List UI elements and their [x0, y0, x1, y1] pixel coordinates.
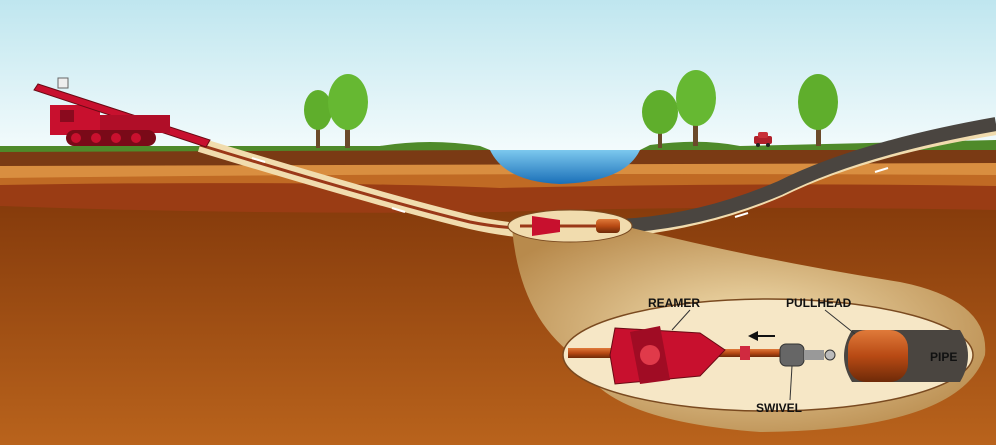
reamer-icon: [609, 326, 750, 385]
pullhead-label: PULLHEAD: [786, 296, 852, 310]
small-reamer: [520, 216, 620, 236]
pond: [490, 150, 640, 184]
pullhead-pipe: [844, 330, 968, 382]
leader-lines: [671, 309, 856, 401]
pull-direction-arrow: [748, 331, 775, 341]
direction-arrows: [251, 157, 889, 218]
pipe-label: PIPE: [930, 350, 957, 364]
drill-rig: [33, 77, 211, 148]
trees: [304, 70, 838, 148]
product-pipe: [619, 117, 996, 233]
reamer-label: REAMER: [648, 296, 700, 310]
car-icon: [754, 132, 772, 147]
swivel-icon: [779, 343, 836, 367]
grass-line: [0, 140, 996, 152]
swivel-label: SWIVEL: [756, 401, 802, 415]
